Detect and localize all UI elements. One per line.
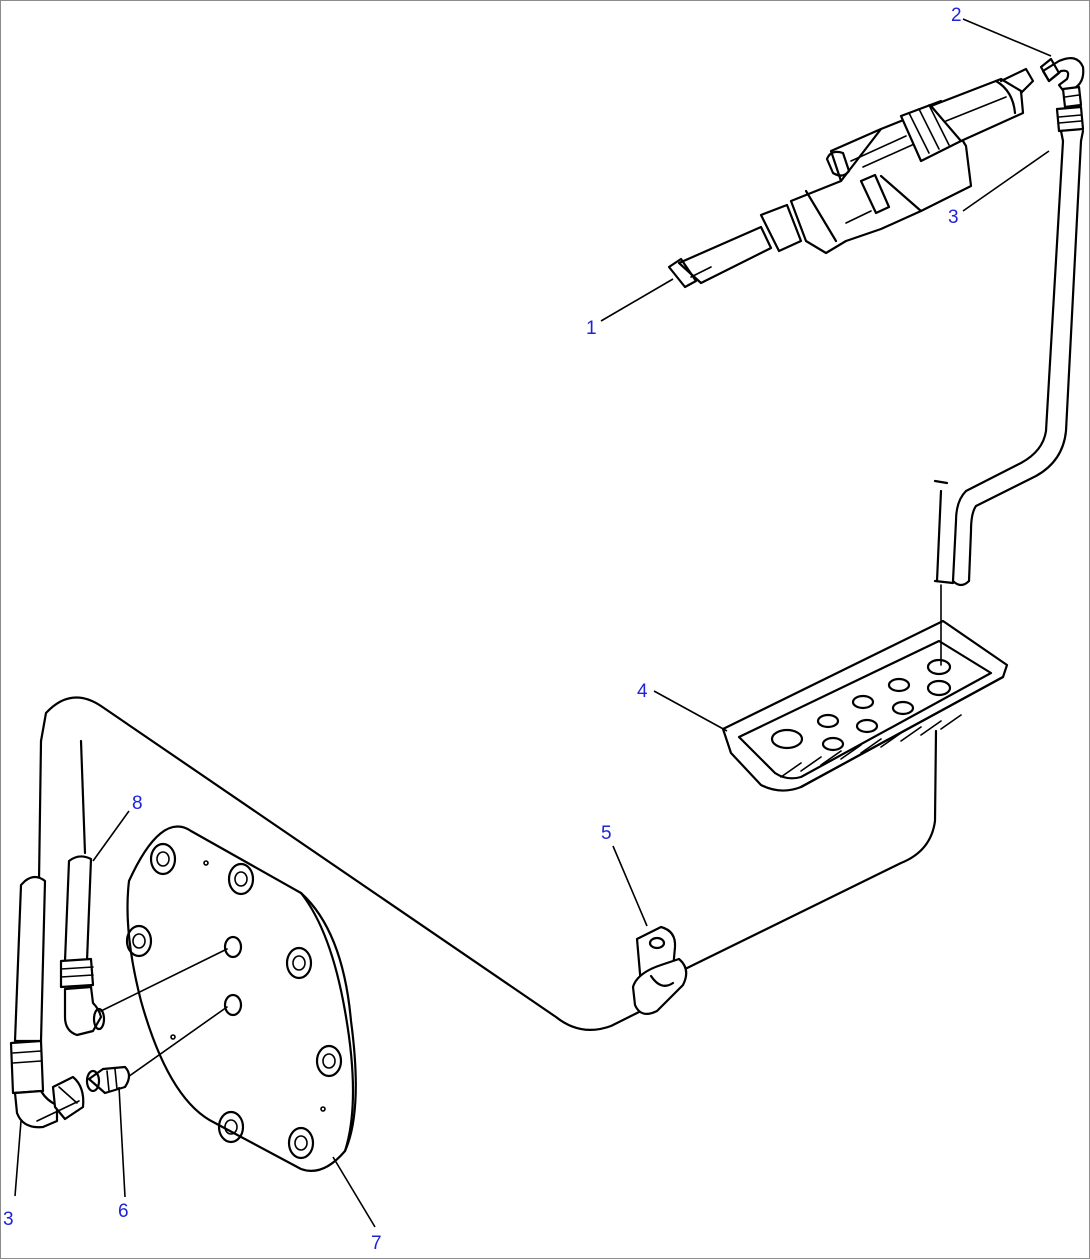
tube-right <box>933 105 1085 587</box>
callout-5: 5 <box>601 823 612 844</box>
tube-loop <box>39 696 938 1031</box>
callout-6: 6 <box>118 1201 129 1222</box>
callout-3-left: 3 <box>3 1209 14 1230</box>
tube-left <box>9 739 85 1129</box>
callouts: 1 2 3 3 4 5 6 7 8 <box>3 5 962 1254</box>
connector <box>85 1065 131 1095</box>
callout-1: 1 <box>586 318 597 339</box>
mounting-plate <box>721 619 1009 792</box>
valve-assembly <box>667 67 1035 289</box>
callout-2: 2 <box>951 5 962 26</box>
elbow-connector <box>59 739 106 1037</box>
flange-cover <box>125 825 357 1172</box>
connection-line-lower <box>124 1006 228 1080</box>
clamp <box>631 925 688 1016</box>
callout-3-right: 3 <box>948 207 959 228</box>
leader-lines <box>14 18 1052 1228</box>
connection-line-upper <box>100 948 228 1012</box>
callout-8: 8 <box>132 793 143 814</box>
elbow-fitting <box>1039 56 1085 109</box>
callout-4: 4 <box>637 681 648 702</box>
callout-7: 7 <box>371 1233 382 1254</box>
